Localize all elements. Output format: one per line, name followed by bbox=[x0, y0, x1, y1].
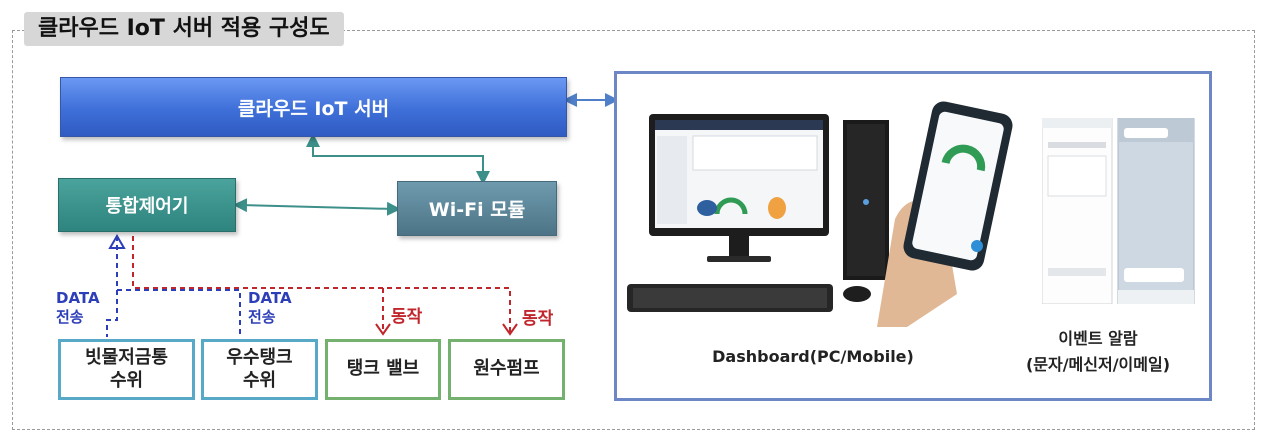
data-send-label-1: DATA 전송 bbox=[56, 289, 100, 326]
diagram-frame bbox=[12, 30, 1255, 430]
diagram-title: 클라우드 IoT 서버 적용 구성도 bbox=[24, 12, 344, 46]
tank-valve-node: 탱크 밸브 bbox=[325, 339, 441, 400]
source-pump-node: 원수펌프 bbox=[448, 339, 565, 400]
controller-wifi-connector bbox=[233, 198, 401, 216]
data-line-1 bbox=[106, 236, 118, 337]
integrated-controller-node: 통합제어기 bbox=[58, 178, 236, 232]
action-label-1: 동작 bbox=[391, 307, 423, 327]
data-line-2 bbox=[117, 289, 241, 337]
action-arrowhead-pump bbox=[502, 323, 518, 336]
data-arrowhead bbox=[108, 234, 126, 249]
dashboard-caption: Dashboard(PC/Mobile) bbox=[712, 347, 914, 366]
action-line bbox=[132, 236, 511, 333]
cloud-iot-server-node: 클라우드 IoT 서버 bbox=[60, 77, 567, 137]
wifi-module-node: Wi-Fi 모듈 bbox=[397, 181, 557, 236]
action-label-2: 동작 bbox=[522, 309, 554, 329]
event-alarm-caption: 이벤트 알람 (문자/메신저/이메일) bbox=[1025, 329, 1171, 374]
alarm-screens-image bbox=[1042, 118, 1195, 304]
cloud-wifi-connector bbox=[306, 133, 490, 185]
dashboard-photo bbox=[627, 84, 1027, 327]
dashboard-panel: Dashboard(PC/Mobile) 이벤트 알람 (문자/메신저/이메일) bbox=[614, 71, 1212, 401]
rain-tank-level-node: 우수탱크 수위 bbox=[201, 339, 318, 400]
data-send-label-2: DATA 전송 bbox=[248, 289, 292, 326]
rainwater-level-node: 빗물저금통 수위 bbox=[58, 339, 195, 400]
action-arrowhead-valve bbox=[375, 323, 391, 336]
